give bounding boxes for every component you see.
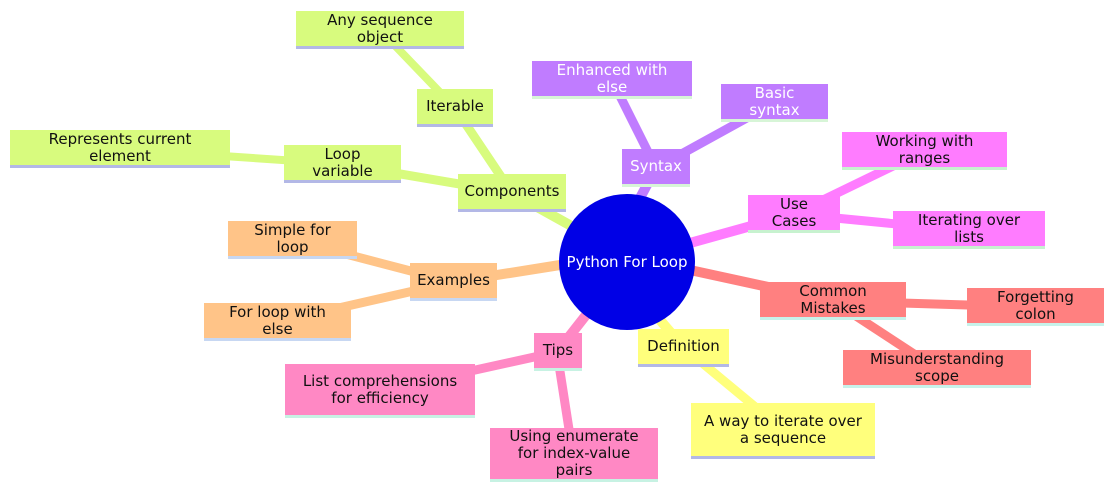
enhanced-else-node: Enhanced with else — [532, 61, 692, 99]
definition-node: Definition — [638, 329, 729, 367]
forgetting-colon-node: Forgetting colon — [967, 288, 1104, 326]
iterate-definition-node: A way to iterate over a sequence — [691, 403, 875, 459]
ranges-node: Working with ranges — [842, 132, 1007, 170]
common-mistakes-node: Common Mistakes — [760, 282, 906, 320]
root-label: Python For Loop — [566, 253, 688, 271]
comprehensions-node: List comprehensions for efficiency — [285, 364, 475, 418]
lists-node: Iterating over lists — [893, 211, 1045, 249]
any-sequence-node: Any sequence object — [296, 11, 464, 49]
enumerate-node: Using enumerate for index-value pairs — [490, 428, 658, 482]
syntax-node: Syntax — [622, 149, 690, 187]
components-node: Components — [458, 174, 566, 212]
examples-node: Examples — [410, 263, 497, 301]
loop-variable-node: Loop variable — [284, 145, 401, 183]
iterable-node: Iterable — [417, 89, 493, 127]
loop-with-else-node: For loop with else — [204, 303, 351, 341]
root-node: Python For Loop — [559, 194, 695, 330]
basic-syntax-node: Basic syntax — [721, 84, 828, 122]
represents-node: Represents current element — [10, 130, 230, 168]
use-cases-node: Use Cases — [748, 195, 840, 233]
simple-loop-node: Simple for loop — [228, 221, 357, 259]
misunderstanding-scope-node: Misunderstanding scope — [843, 350, 1031, 388]
tips-node: Tips — [534, 333, 582, 371]
